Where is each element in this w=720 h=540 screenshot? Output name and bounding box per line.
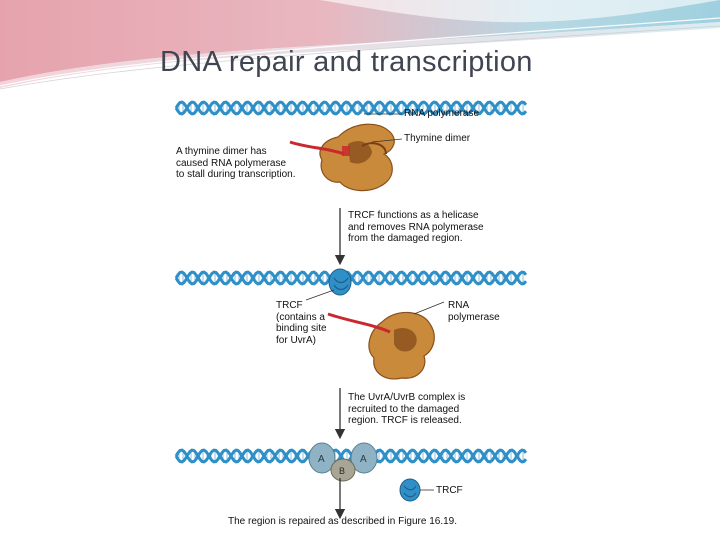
- trcf-protein-released: [399, 478, 421, 502]
- dna-strand-1: [174, 100, 528, 116]
- label-trcf-binding-site: TRCF (contains a binding site for UvrA): [276, 300, 327, 346]
- label-rna-polymerase-2: RNA polymerase: [448, 300, 500, 323]
- uvrb-label: B: [339, 466, 345, 476]
- leader-trcf-panel2: [305, 289, 335, 301]
- diagram-canvas: A A B: [174, 100, 528, 520]
- rna-polymerase-stalled: [319, 123, 395, 192]
- dna-strand-1: [174, 270, 528, 286]
- dna-strand-2: [174, 100, 528, 116]
- trcf-protein-panel2: [328, 268, 352, 296]
- label-trcf-released: TRCF: [436, 485, 463, 496]
- step-text-2: The UvrA/UvrB complex is recruited to th…: [348, 392, 466, 426]
- leader-thymine-dimer: [371, 138, 403, 143]
- repair-diagram: A A B RNA polymerase Thymine dimer A thy…: [158, 92, 548, 532]
- uvra-label-2: A: [360, 454, 367, 465]
- rna-polymerase-released: [368, 311, 435, 380]
- thymine-dimer-marker-1: [342, 146, 350, 156]
- rna-transcript-1: [289, 140, 345, 156]
- uvra-uvrb-complex: [308, 442, 378, 482]
- rna-transcript-2: [327, 312, 391, 334]
- footer-caption: The region is repaired as described in F…: [228, 516, 458, 527]
- dna-helix-1: [174, 100, 528, 116]
- slide-banner: [0, 0, 720, 90]
- label-rna-polymerase-1: RNA polymerase: [404, 108, 480, 119]
- step-text-1: TRCF functions as a helicase and removes…: [348, 210, 484, 244]
- leader-rna-polymerase-2: [413, 301, 445, 315]
- uvra-label-1: A: [318, 454, 325, 465]
- note-stalled-polymerase: A thymine dimer has caused RNA polymeras…: [176, 146, 296, 180]
- label-thymine-dimer: Thymine dimer: [404, 133, 471, 144]
- slide-title: DNA repair and transcription: [160, 46, 533, 78]
